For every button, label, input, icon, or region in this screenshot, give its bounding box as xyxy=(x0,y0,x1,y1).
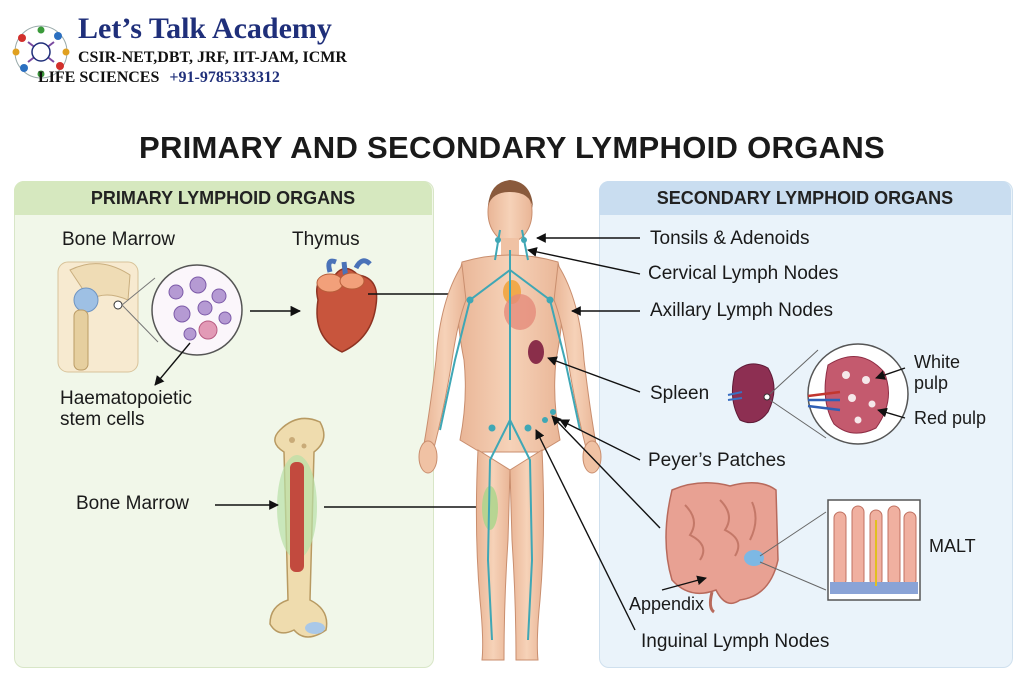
inguinal-label: Inguinal Lymph Nodes xyxy=(641,631,830,652)
white-pulp-label: White pulp xyxy=(914,352,960,394)
brand-subtitle: CSIR-NET,DBT, JRF, IIT-JAM, ICMR xyxy=(78,49,347,66)
shoulder-bone-illustration xyxy=(57,261,159,373)
bone-marrow-bottom-label: Bone Marrow xyxy=(76,493,189,514)
thymus-label: Thymus xyxy=(292,229,360,250)
primary-header: PRIMARY LYMPHOID ORGANS xyxy=(14,181,432,215)
haematopoietic-label-line1: Haematopoietic xyxy=(60,388,193,409)
malt-label: MALT xyxy=(929,536,976,556)
white-pulp-label-line1: White xyxy=(914,352,961,372)
haematopoietic-label-line2: stem cells xyxy=(60,409,145,430)
brand-phone: +91-9785333312 xyxy=(169,69,280,86)
brand-line: LIFE SCIENCES +91-9785333312 xyxy=(38,69,280,87)
secondary-header: SECONDARY LYMPHOID ORGANS xyxy=(599,181,1011,215)
peyers-label: Peyer’s Patches xyxy=(648,450,786,471)
axillary-label: Axillary Lymph Nodes xyxy=(650,300,834,321)
brand-title: Let’s Talk Academy xyxy=(78,12,332,45)
white-pulp-label-line2: pulp xyxy=(914,373,949,393)
intestine-illustration xyxy=(665,482,921,614)
stem-cells-magnified xyxy=(151,264,243,356)
spleen-label: Spleen xyxy=(650,383,710,404)
tonsils-label: Tonsils & Adenoids xyxy=(650,228,810,249)
cervical-label: Cervical Lymph Nodes xyxy=(648,263,839,284)
red-pulp-label: Red pulp xyxy=(914,408,987,428)
long-bone-illustration xyxy=(269,417,328,638)
logo-icon xyxy=(12,25,70,79)
appendix-label: Appendix xyxy=(629,594,705,614)
spleen-illustration xyxy=(727,343,909,445)
bone-marrow-top-label: Bone Marrow xyxy=(62,229,175,250)
page-title: PRIMARY AND SECONDARY LYMPHOID ORGANS xyxy=(138,130,885,165)
human-body-illustration xyxy=(418,180,602,661)
brand-line-text: LIFE SCIENCES xyxy=(38,69,160,86)
thymus-heart-illustration xyxy=(316,258,378,353)
haematopoietic-label: Haematopoietic stem cells xyxy=(60,388,192,430)
